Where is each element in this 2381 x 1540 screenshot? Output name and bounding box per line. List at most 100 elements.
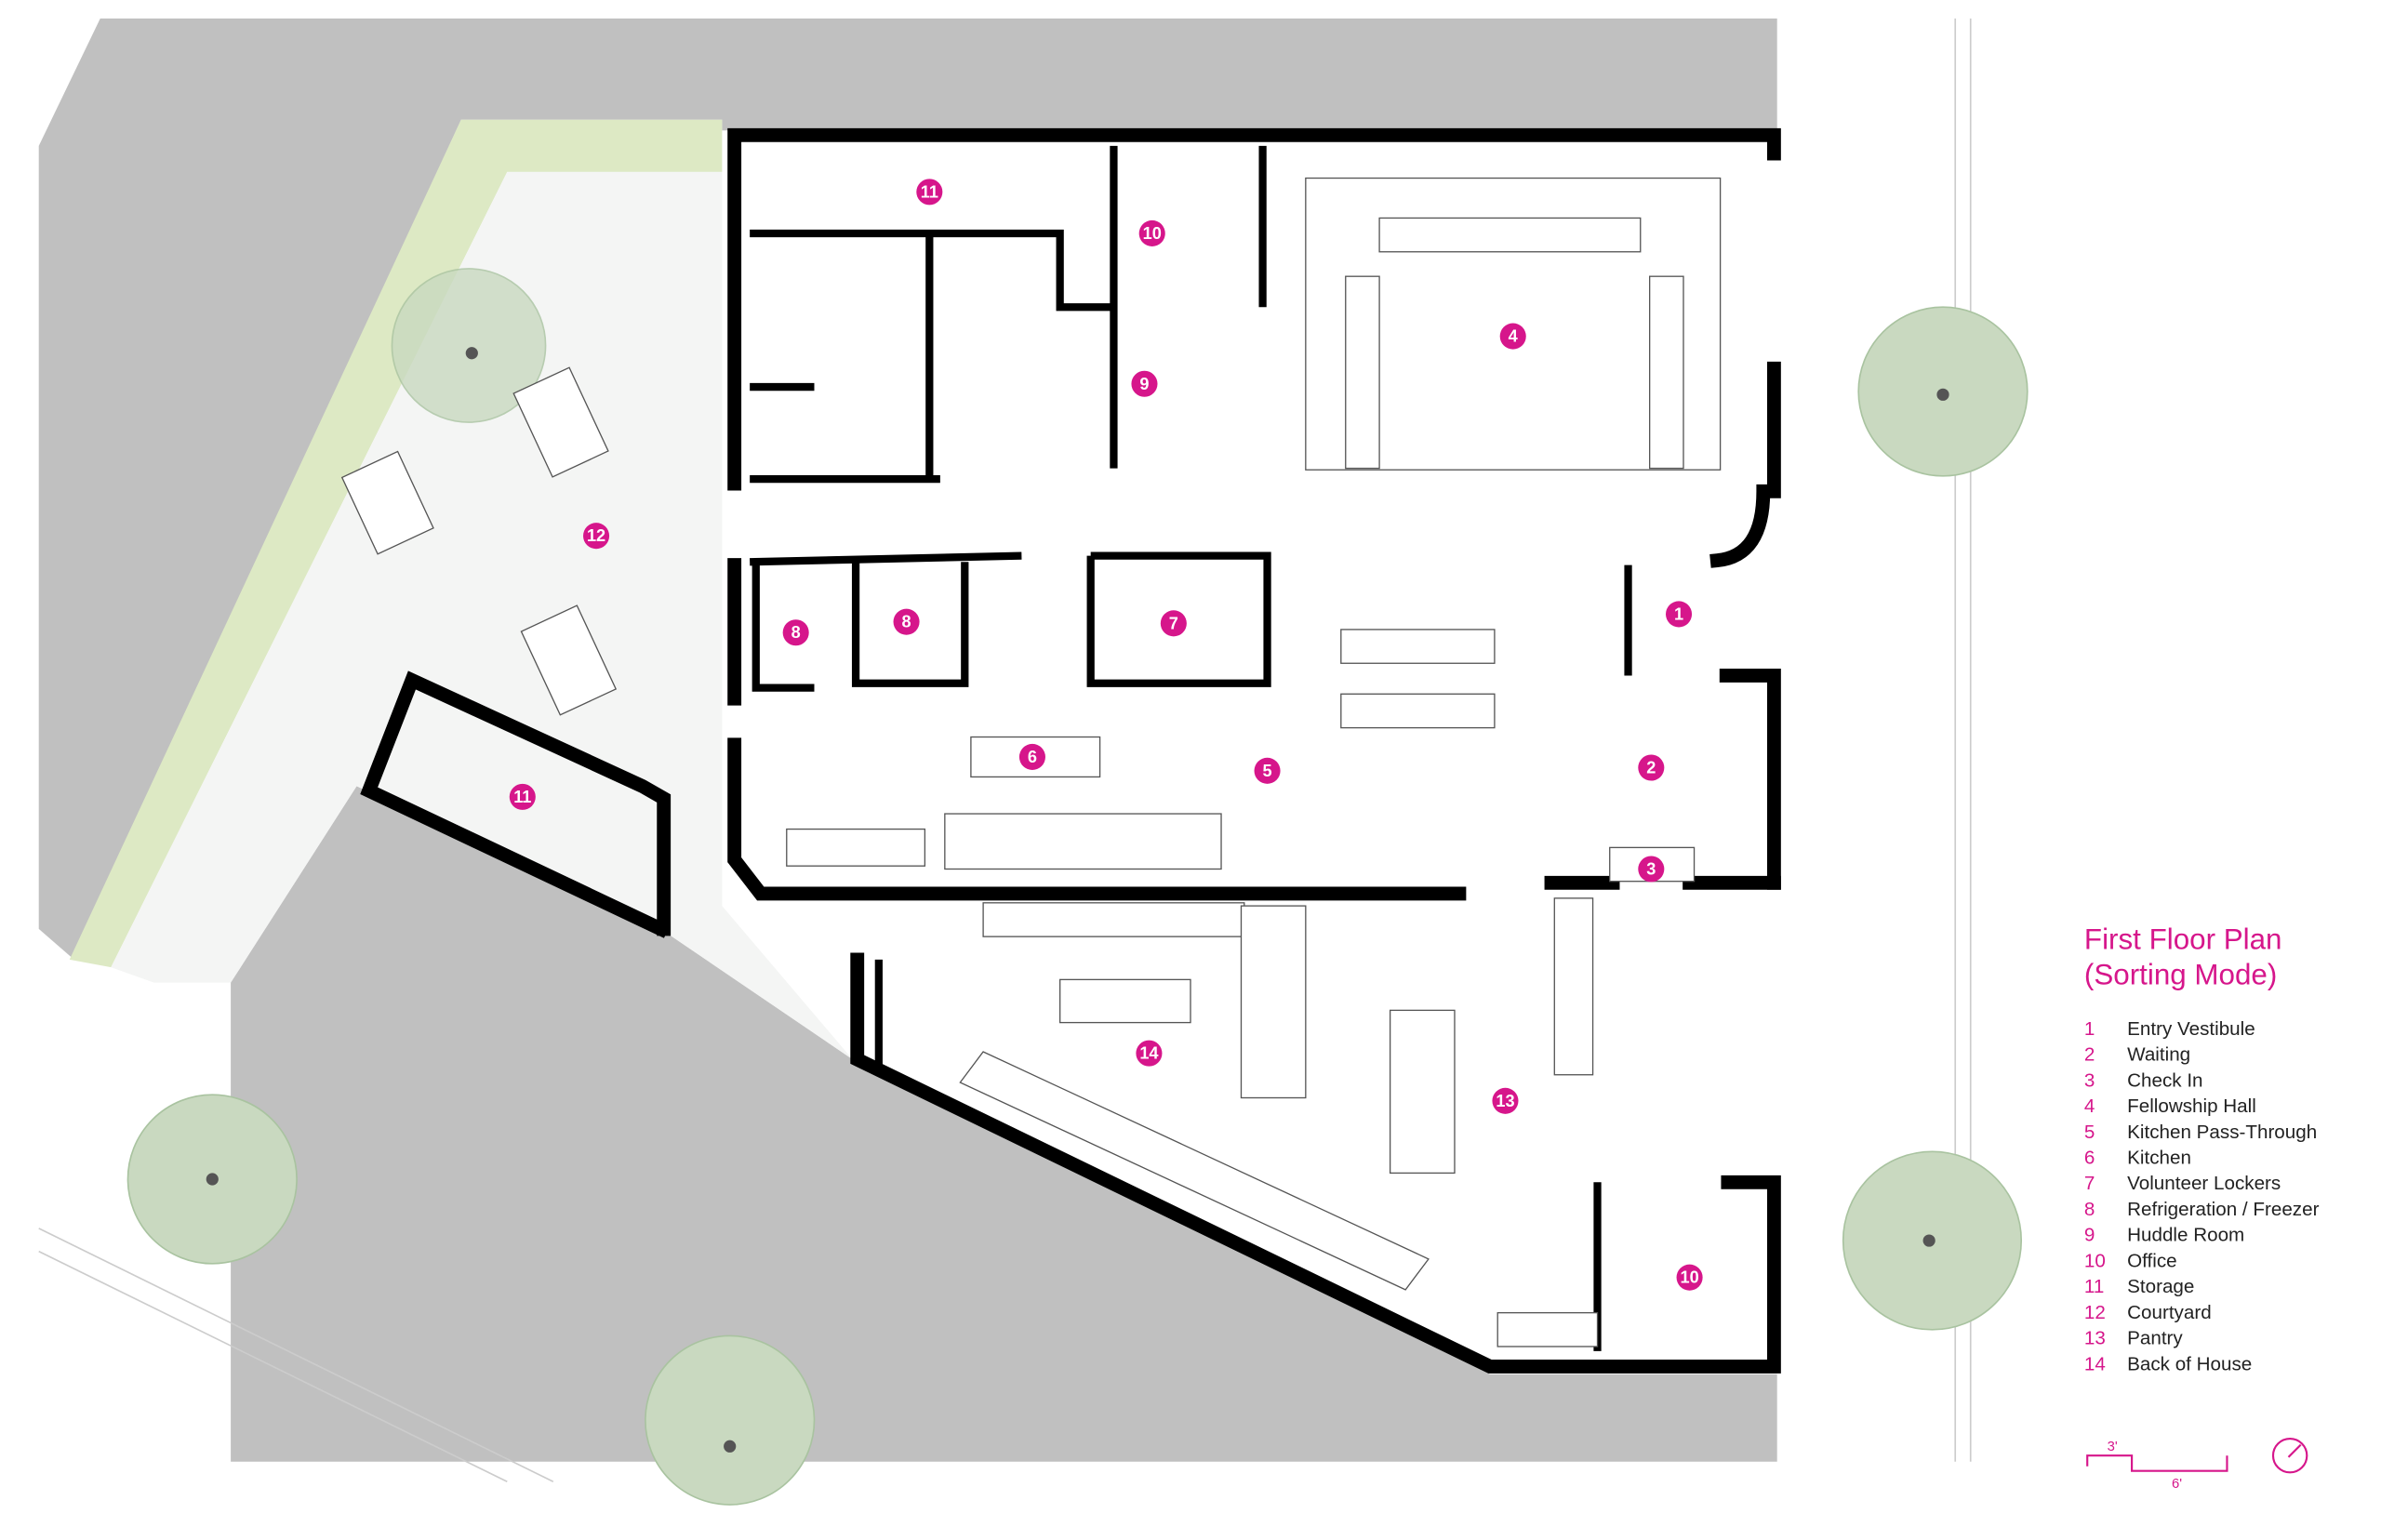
courtyard-table — [340, 450, 434, 555]
room-tag-number: 8 — [791, 623, 801, 642]
room-tag-7: 7 — [1160, 610, 1187, 637]
sidewalk-line — [38, 1250, 508, 1483]
room-tag-6: 6 — [1018, 743, 1045, 770]
kitchen-range-line — [944, 813, 1222, 870]
interior-wall — [851, 562, 969, 687]
legend-room-name: Huddle Room — [2127, 1225, 2244, 1246]
scale-label-small: 3' — [2108, 1440, 2118, 1454]
legend-room-name: Check In — [2127, 1069, 2202, 1091]
legend-number: 1 — [2084, 1018, 2095, 1040]
legend-room-name: Fellowship Hall — [2127, 1095, 2256, 1117]
room-tag-8: 8 — [782, 619, 809, 646]
tree-icon — [1857, 306, 2029, 477]
shelving — [1240, 905, 1307, 1099]
room-tag-number: 12 — [587, 526, 605, 545]
plan-title: First Floor Plan — [2084, 923, 2282, 955]
tree-icon — [645, 1334, 816, 1506]
scale-label-large: 6' — [2172, 1477, 2182, 1492]
room-tag-10: 10 — [1138, 219, 1165, 246]
legend-number: 7 — [2084, 1173, 2095, 1194]
north-arrow-icon — [2271, 1437, 2308, 1474]
legend-room-name: Refrigeration / Freezer — [2127, 1199, 2319, 1220]
room-tag-4: 4 — [1499, 323, 1526, 350]
courtyard-table — [520, 604, 618, 716]
pantry-table — [1389, 1009, 1456, 1175]
room-tag-14: 14 — [1136, 1040, 1163, 1067]
room-tag-12: 12 — [583, 523, 610, 550]
room-tag-11: 11 — [509, 783, 536, 810]
room-tag-number: 11 — [921, 182, 938, 201]
legend-number: 3 — [2084, 1069, 2095, 1091]
room-tag-number: 8 — [902, 613, 911, 631]
room-tag-10: 10 — [1676, 1264, 1703, 1291]
exterior-wall — [727, 737, 1467, 901]
legend-number: 6 — [2084, 1147, 2095, 1168]
room-tag-1: 1 — [1665, 601, 1693, 628]
legend-number: 9 — [2084, 1225, 2095, 1246]
room-tag-9: 9 — [1131, 370, 1158, 397]
legend-room-name: Office — [2127, 1250, 2177, 1271]
exterior-wall — [360, 670, 672, 938]
interior-wall — [1086, 551, 1271, 687]
tree-icon — [126, 1094, 298, 1265]
room-tag-3: 3 — [1638, 856, 1665, 883]
room-tag-number: 4 — [1509, 327, 1518, 346]
legend-room-name: Back of House — [2127, 1353, 2252, 1374]
interior-wall — [750, 229, 1114, 312]
exterior-wall — [1719, 669, 1781, 890]
room-tag-13: 13 — [1492, 1087, 1519, 1114]
table — [1345, 275, 1380, 470]
room-tag-5: 5 — [1254, 757, 1281, 784]
legend-number: 2 — [2084, 1044, 2095, 1066]
legend-number: 12 — [2084, 1302, 2106, 1323]
legend-number: 8 — [2084, 1199, 2095, 1220]
legend-number: 10 — [2084, 1250, 2106, 1271]
room-tag-number: 1 — [1674, 604, 1683, 623]
exterior-wall — [1709, 484, 1771, 568]
room-tag-number: 13 — [1496, 1092, 1514, 1110]
room-tag-number: 6 — [1028, 748, 1037, 766]
scale-bar: 3' 6' — [2086, 1440, 2228, 1492]
storage-shelving — [959, 1051, 1430, 1291]
plan-subtitle: (Sorting Mode) — [2084, 958, 2277, 990]
tree-icon — [391, 268, 547, 423]
room-tag-number: 7 — [1169, 614, 1178, 632]
room-tag-number: 2 — [1646, 759, 1656, 777]
legend-room-name: Waiting — [2127, 1044, 2190, 1066]
work-table — [1059, 978, 1191, 1024]
room-tag-2: 2 — [1638, 754, 1665, 781]
tree-icon — [1842, 1150, 2023, 1331]
site-ground-top — [38, 18, 1777, 960]
legend-room-name: Kitchen — [2127, 1147, 2191, 1168]
legend-number: 14 — [2084, 1353, 2106, 1374]
legend-room-name: Pantry — [2127, 1328, 2183, 1349]
exterior-wall — [850, 952, 1781, 1374]
shelving — [1496, 1311, 1599, 1348]
legend-number: 13 — [2084, 1328, 2106, 1349]
shelving — [982, 902, 1245, 937]
room-tag-8: 8 — [893, 608, 920, 635]
legend-number: 5 — [2084, 1122, 2095, 1143]
legend-room-name: Volunteer Lockers — [2127, 1173, 2281, 1194]
room-tag-number: 9 — [1139, 375, 1149, 393]
kitchen-sink-counter — [786, 828, 926, 867]
sidewalk-line — [38, 1228, 554, 1483]
waiting-chairs — [1340, 629, 1496, 729]
site-ground-bottom — [231, 786, 1777, 1462]
legend-number: 11 — [2084, 1276, 2104, 1297]
legend-room-name: Kitchen Pass-Through — [2127, 1122, 2317, 1143]
table — [1378, 217, 1642, 253]
table — [1649, 275, 1684, 470]
exterior-wall — [727, 127, 1781, 491]
room-tag-number: 11 — [513, 788, 531, 806]
legend-number: 4 — [2084, 1095, 2095, 1117]
landscape-strip — [69, 119, 723, 968]
room-tag-number: 3 — [1646, 859, 1656, 878]
room-tag-number: 10 — [1680, 1268, 1698, 1287]
courtyard-table — [512, 366, 609, 478]
legend-room-name: Courtyard — [2127, 1302, 2212, 1323]
room-tag-number: 5 — [1262, 762, 1271, 780]
interior-wall — [750, 551, 1022, 566]
